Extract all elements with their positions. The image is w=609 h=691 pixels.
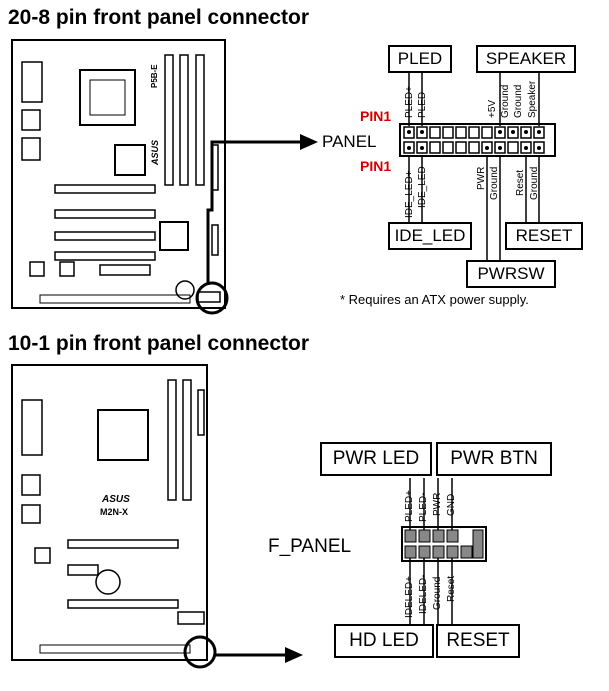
section1-title: 20-8 pin front panel connector xyxy=(8,6,310,29)
pin-label: IDE_LED- xyxy=(417,162,428,208)
reset-label: RESET xyxy=(505,222,583,250)
pin-label: PLED- xyxy=(418,492,429,522)
pin-label: IDELED+ xyxy=(404,576,415,618)
pwrsw-label: PWRSW xyxy=(466,260,556,288)
pwr-led-label: PWR LED xyxy=(320,442,432,476)
pin-header-2 xyxy=(401,526,487,562)
connector-highlight-2 xyxy=(183,635,217,669)
pin-label: Speaker xyxy=(527,80,538,118)
section2-title: 10-1 pin front panel connector xyxy=(8,332,310,355)
hd-led-label: HD LED xyxy=(334,624,434,658)
pin-label: Ground xyxy=(513,84,524,118)
motherboard-2 xyxy=(11,364,208,661)
board-brand-logo: ASUS xyxy=(150,139,160,165)
reset2-label: RESET xyxy=(436,624,520,658)
board2-brand-logo: ASUS xyxy=(102,494,130,505)
board2-model-label: M2N-X xyxy=(100,507,129,517)
pin-label: IDE_LED+ xyxy=(404,170,415,218)
panel-label: PANEL xyxy=(322,132,377,151)
pin-label: GND xyxy=(446,493,457,516)
pin-label: PLED+ xyxy=(404,86,415,118)
pin-label: Reset xyxy=(446,575,457,602)
pin1-top-label: PIN1 xyxy=(360,108,392,124)
board-model-label: P5B-E xyxy=(150,64,159,88)
pin1-bottom-label: PIN1 xyxy=(360,158,392,174)
pin-label: PLED- xyxy=(417,88,428,118)
f-panel-label: F_PANEL xyxy=(268,536,352,557)
motherboard-1 xyxy=(11,39,226,309)
pin-label: Ground xyxy=(500,84,511,118)
pin-label: Reset xyxy=(515,169,526,196)
pin-label: PWR xyxy=(432,492,443,516)
pin-label: PWR xyxy=(476,166,487,190)
pin-label: Ground xyxy=(489,166,500,200)
pin-label: +5V xyxy=(487,99,498,118)
pled-label: PLED xyxy=(388,45,452,73)
pwr-btn-label: PWR BTN xyxy=(436,442,552,476)
pin-label: PLED+ xyxy=(404,490,415,522)
pin-header-1 xyxy=(399,123,556,157)
connector-highlight-1 xyxy=(195,281,229,315)
atx-note: * Requires an ATX power supply. xyxy=(340,292,529,307)
pin-label: IDELED- xyxy=(418,574,429,614)
pin-label: Ground xyxy=(432,576,443,610)
ide-led-label: IDE_LED xyxy=(388,222,472,250)
pin-label: Ground xyxy=(529,166,540,200)
speaker-label: SPEAKER xyxy=(476,45,576,73)
